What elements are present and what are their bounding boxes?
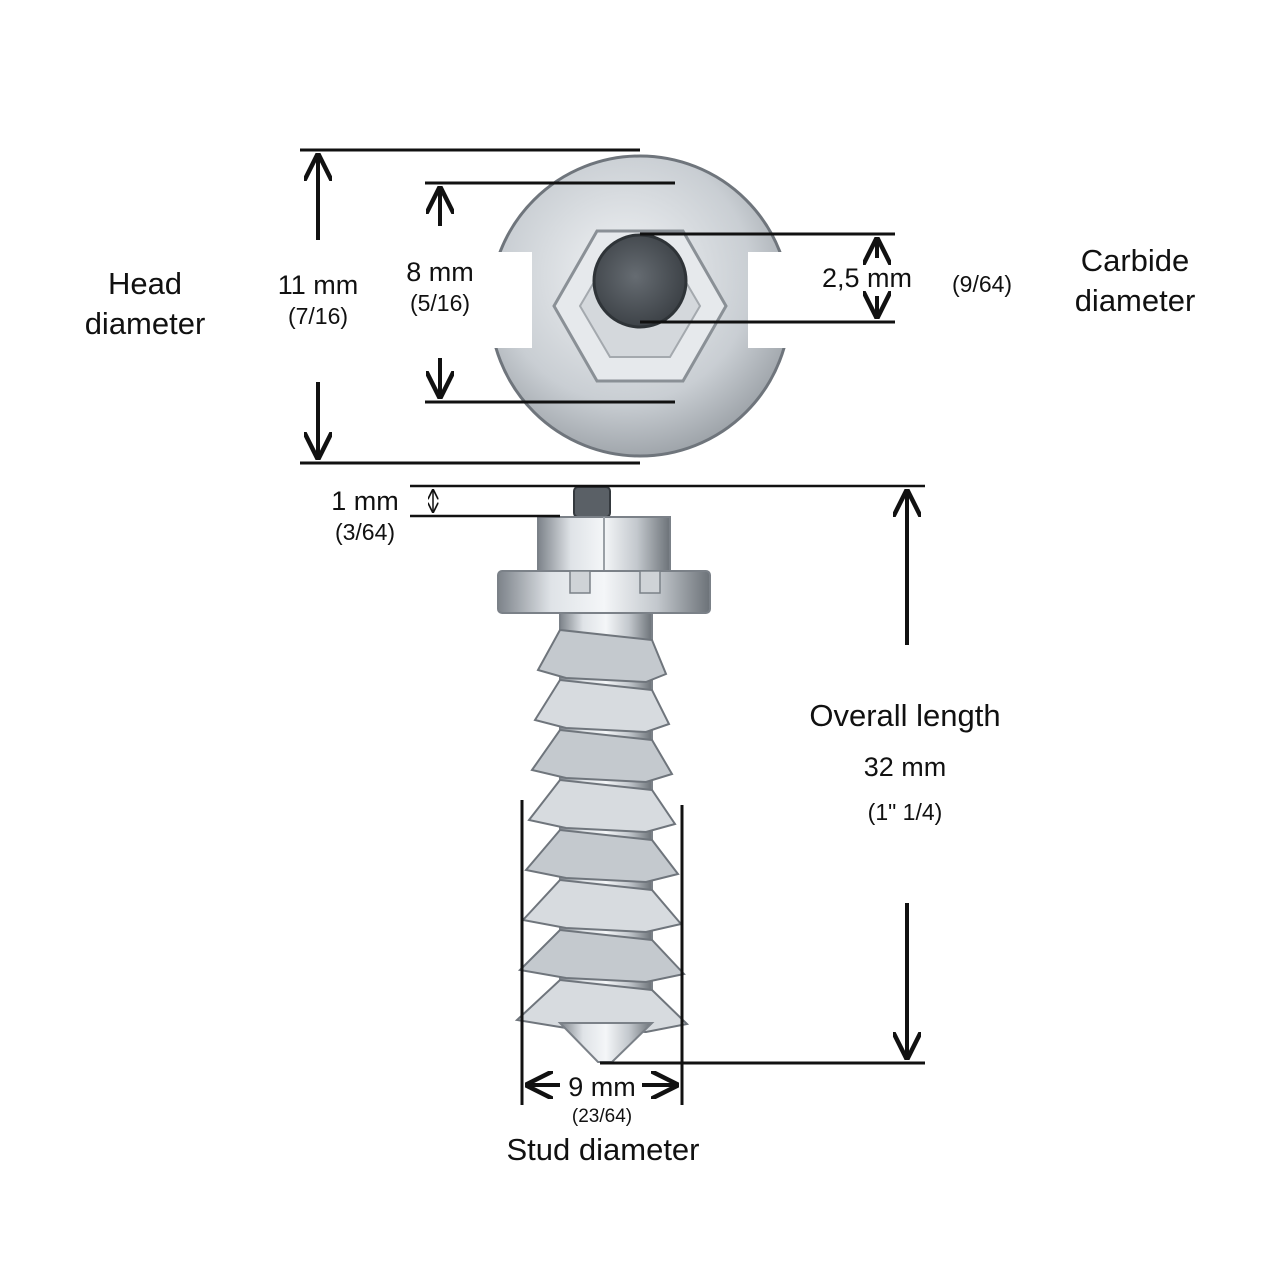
thread-ridge xyxy=(533,678,671,734)
thread-ridge xyxy=(517,928,686,984)
stud-dimension-mm: 9 mm xyxy=(568,1072,636,1102)
overall-length-block: Overall length 32 mm (1" 1/4) xyxy=(780,696,1030,826)
thread-ridge xyxy=(530,728,674,784)
dimension-lines xyxy=(300,148,925,1105)
head-diameter-label: Head diameter xyxy=(60,264,230,344)
flange-slot-left xyxy=(569,570,591,594)
stud-diameter-label: Stud diameter xyxy=(506,1132,700,1167)
overall-length-title: Overall length xyxy=(809,698,1001,733)
stud-dimension-inch: (23/64) xyxy=(571,1106,633,1127)
thread-ridge xyxy=(521,878,683,934)
carbide-diameter-label: Carbide diameter xyxy=(1050,241,1220,321)
side-flange xyxy=(497,570,711,614)
carbide-diameter-line2: diameter xyxy=(1074,283,1196,318)
hex-dimension-value: 8 mm (5/16) xyxy=(380,255,500,317)
head-diameter-line1: Head xyxy=(107,266,183,301)
protrusion-dimension-mm: 1 mm xyxy=(331,486,399,516)
overall-length-mm: 32 mm xyxy=(863,752,947,782)
flange-slot-right xyxy=(639,570,661,594)
thread-ridge xyxy=(524,828,680,884)
carbide-tip xyxy=(573,486,611,518)
carbide-dimension-inch: (9/64) xyxy=(952,271,1013,297)
thread-ridge xyxy=(527,778,677,834)
head-dimension-mm: 11 mm xyxy=(277,270,359,300)
head-notch-left xyxy=(486,252,532,348)
head-diameter-line2: diameter xyxy=(84,306,206,341)
carbide-dimension-mm: 2,5 mm xyxy=(822,263,913,293)
carbide-diameter-line1: Carbide xyxy=(1080,243,1190,278)
stud-head-top-view xyxy=(486,154,794,458)
head-notch-right xyxy=(748,252,794,348)
protrusion-dimension-value: 1 mm (3/64) xyxy=(310,484,420,546)
hex-dimension-mm: 8 mm xyxy=(406,257,474,287)
thread-ridge xyxy=(536,628,668,684)
hex-dimension-inch: (5/16) xyxy=(409,290,471,316)
head-dimension-value: 11 mm (7/16) xyxy=(258,268,378,330)
overall-length-inch: (1" 1/4) xyxy=(867,799,943,825)
head-dimension-inch: (7/16) xyxy=(287,303,349,329)
stud-side-view xyxy=(497,486,711,1063)
carbide-pin xyxy=(592,233,688,329)
stud-point xyxy=(557,1022,655,1063)
protrusion-dimension-inch: (3/64) xyxy=(334,519,396,545)
